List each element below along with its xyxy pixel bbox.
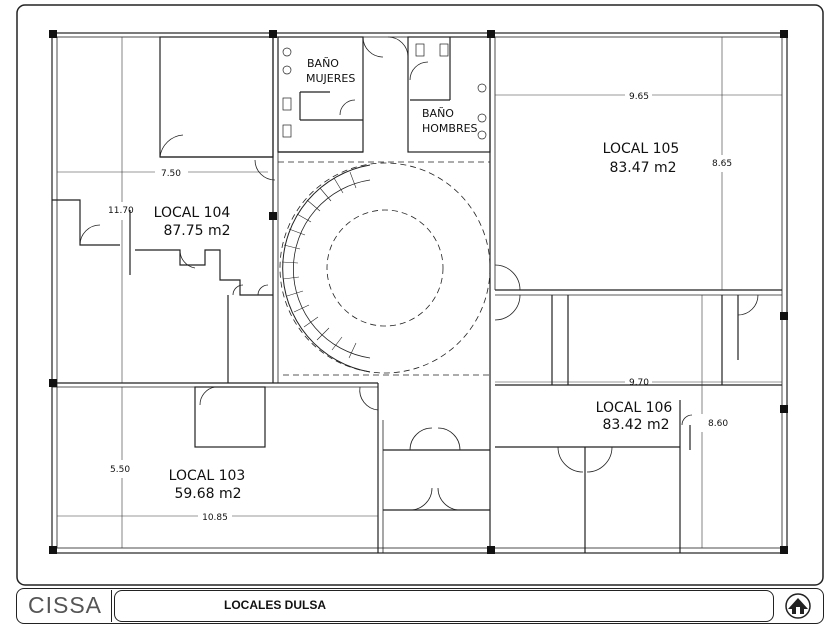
- restroom-women-label-1: BAÑO: [307, 57, 339, 70]
- dimension-lines: [57, 37, 782, 548]
- room-name-103: LOCAL 103: [169, 468, 246, 484]
- dim-106-height: 8.60: [708, 419, 728, 429]
- project-title-box: [114, 590, 774, 622]
- columns: [49, 30, 788, 554]
- brand-name: CISSA: [28, 592, 103, 618]
- room-name-104: LOCAL 104: [154, 205, 231, 221]
- room-area-105: 83.47 m2: [609, 160, 676, 176]
- project-title: LOCALES DULSA: [224, 598, 326, 612]
- walls: [51, 32, 788, 554]
- doors: [79, 36, 759, 511]
- restroom-fixtures: [282, 43, 487, 140]
- dim-103-height: 5.50: [110, 465, 130, 475]
- title-block: [16, 588, 824, 624]
- dim-104-height: 11.70: [108, 206, 134, 216]
- restroom-women-label-2: MUJERES: [306, 72, 355, 85]
- dim-103-width: 10.85: [202, 513, 228, 523]
- dim-104-width: 7.50: [161, 169, 181, 179]
- room-area-106: 83.42 m2: [602, 417, 669, 433]
- dim-105-width: 9.65: [629, 92, 649, 102]
- room-area-104: 87.75 m2: [163, 223, 230, 239]
- restroom-men-label-2: HOMBRES: [422, 122, 478, 135]
- sheet-border: [16, 4, 824, 586]
- spiral-staircase: [278, 161, 491, 376]
- room-name-105: LOCAL 105: [603, 141, 680, 157]
- dim-106-width: 9.70: [629, 378, 649, 388]
- brand-block: CISSA: [20, 590, 112, 622]
- room-labels: LOCAL 104 87.75 m2 LOCAL 105 83.47 m2 LO…: [154, 57, 680, 502]
- dim-105-height: 8.65: [712, 159, 732, 169]
- house-arrow-icon[interactable]: [780, 592, 816, 620]
- dimension-labels: 7.50 11.70 9.65 8.65 10.85 5.50 9.70 8.6…: [108, 92, 732, 523]
- room-name-106: LOCAL 106: [596, 400, 673, 416]
- room-area-103: 59.68 m2: [174, 486, 241, 502]
- restroom-men-label-1: BAÑO: [422, 107, 454, 120]
